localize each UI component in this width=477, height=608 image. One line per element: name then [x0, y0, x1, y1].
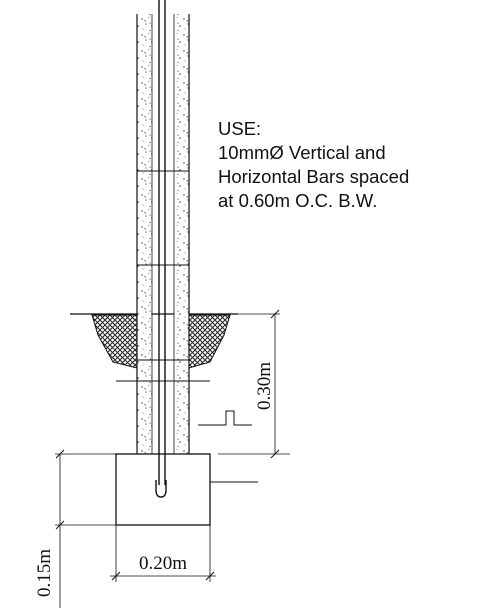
- thickness-dimension: 0.15m: [34, 449, 116, 608]
- thickness-label: 0.15m: [34, 549, 55, 597]
- vertical-rebar: [155, 0, 167, 498]
- note-line-1: USE:: [218, 118, 262, 139]
- break-symbol: [198, 410, 252, 426]
- chb-wall: [136, 14, 190, 454]
- width-dimension: 0.20m: [110, 525, 216, 582]
- footing: [115, 453, 211, 526]
- rebar-hook: [155, 480, 167, 498]
- width-label: 0.20m: [139, 553, 187, 574]
- depth-label: 0.30m: [254, 362, 275, 410]
- rebar-note: USE: 10mmØ Vertical and Horizontal Bars …: [218, 117, 409, 213]
- note-line-4: at 0.60m O.C. B.W.: [218, 190, 378, 211]
- depth-dimension: 0.30m: [218, 309, 290, 459]
- note-line-2: 10mmØ Vertical and: [218, 142, 386, 163]
- note-line-3: Horizontal Bars spaced: [218, 166, 410, 187]
